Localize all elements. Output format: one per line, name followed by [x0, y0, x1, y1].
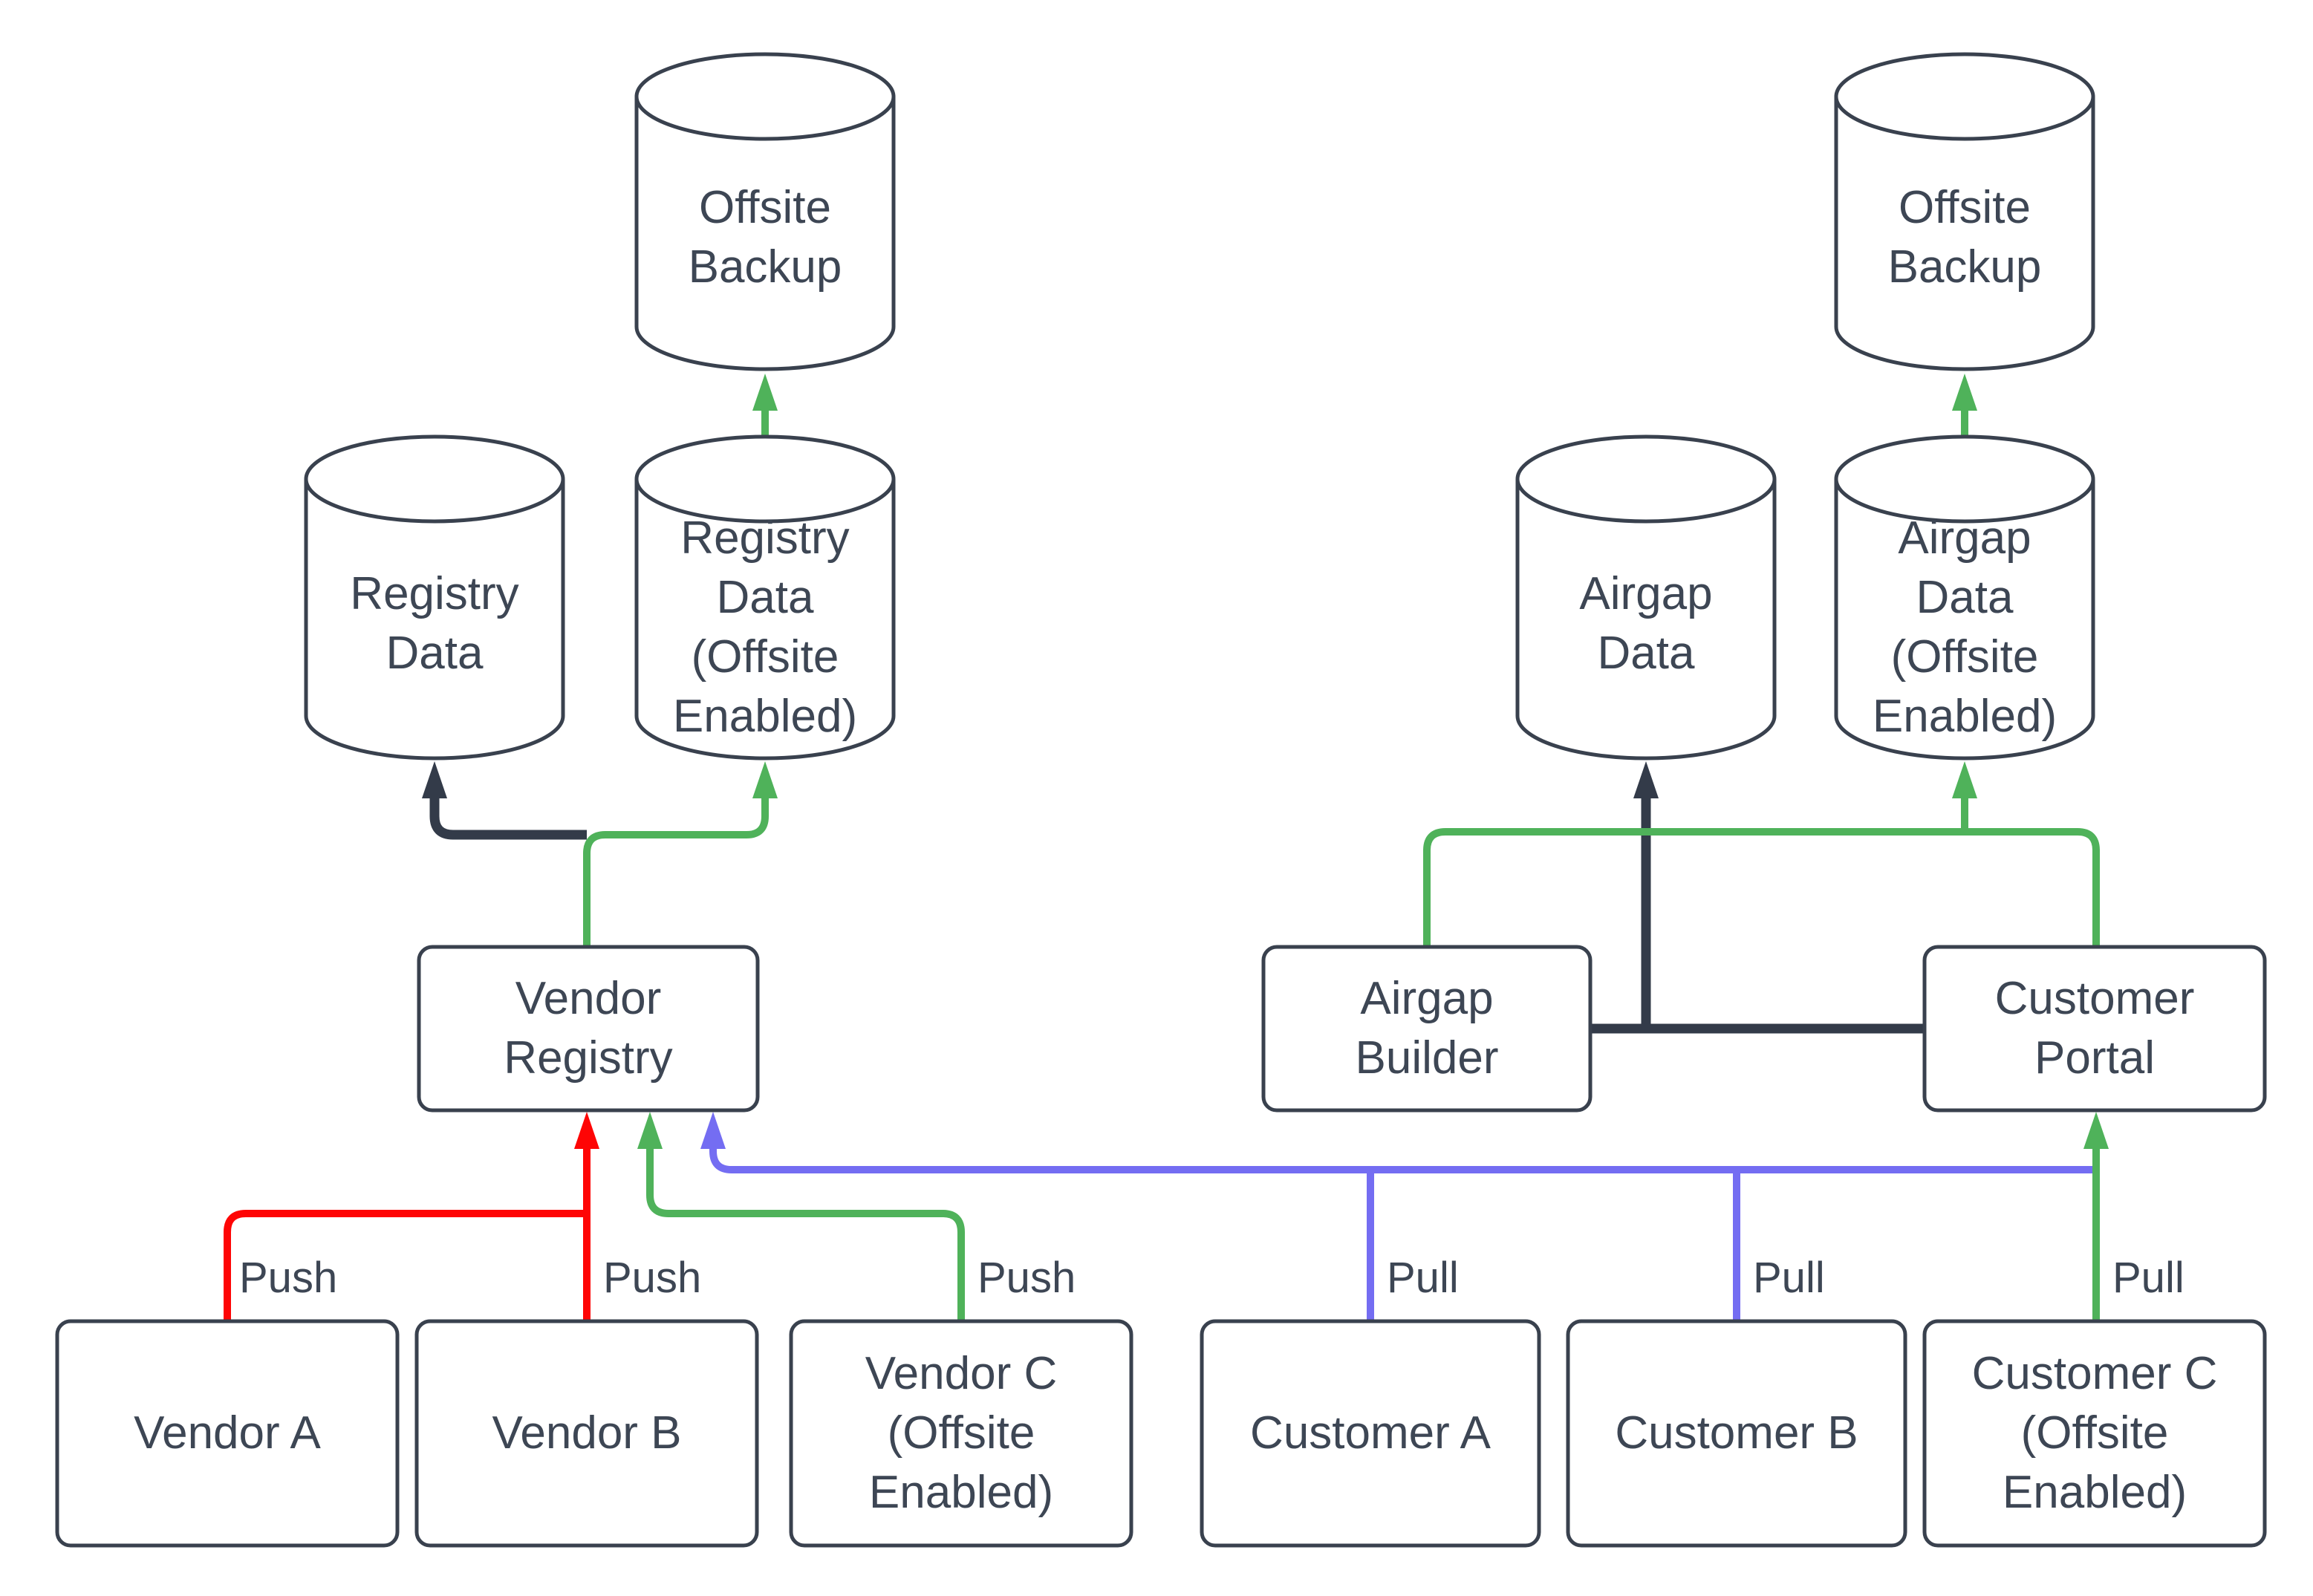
offsite-backup-left-cylinder — [634, 52, 896, 371]
customer-b-label: Customer B — [1615, 1407, 1858, 1459]
customer-c-box — [1922, 1319, 2267, 1548]
registry-data-offsite-label: Registry Data (Offsite Enabled) — [672, 512, 858, 742]
push-label-vendor-b: Push — [603, 1254, 702, 1302]
vendor-registry-label: Vendor Registry — [504, 973, 673, 1084]
edge-vendor-registry-to-registry-data-offsite — [583, 794, 769, 947]
pull-label-customer-a: Pull — [1387, 1254, 1459, 1302]
edge-vendor-registry-to-registry-data — [429, 794, 587, 840]
edge-vendor-a-push — [224, 1210, 587, 1321]
registry-data-label: Registry Data — [350, 568, 519, 679]
customer-portal-box — [1922, 945, 2267, 1113]
vendor-a-label: Vendor A — [134, 1407, 321, 1459]
vendor-c-label: Vendor C (Offsite Enabled) — [865, 1348, 1058, 1518]
customer-b-box — [1566, 1319, 1907, 1548]
offsite-backup-right-cylinder — [1834, 52, 2095, 371]
edge-vendor-c-push — [646, 1144, 965, 1321]
registry-data-offsite-cylinder — [634, 434, 896, 760]
customer-a-label: Customer A — [1250, 1407, 1491, 1459]
airgap-data-offsite-label: Airgap Data (Offsite Enabled) — [1872, 512, 2057, 742]
pull-label-customer-b: Pull — [1753, 1254, 1825, 1302]
airgap-data-cylinder — [1515, 434, 1777, 760]
vendor-b-label: Vendor B — [492, 1407, 682, 1459]
customer-portal-label: Customer Portal — [1994, 973, 2195, 1084]
arrowhead-vendor-registry-green — [637, 1112, 663, 1149]
arrowhead-airgap-data-offsite — [1952, 761, 1977, 798]
push-label-vendor-a: Push — [239, 1254, 338, 1302]
arrowhead-vendor-registry-blue — [700, 1112, 726, 1149]
customer-c-label: Customer C (Offsite Enabled) — [1971, 1348, 2218, 1518]
vendor-registry-box — [417, 945, 760, 1113]
pull-label-customer-c: Pull — [2112, 1254, 2184, 1302]
vendor-c-box — [789, 1319, 1133, 1548]
arrowhead-vendor-registry-red — [574, 1112, 599, 1149]
arrowhead-offsite-backup-left — [752, 374, 778, 411]
offsite-backup-left-label: Offsite Backup — [688, 182, 842, 293]
customer-a-box — [1200, 1319, 1541, 1548]
vendor-a-box — [55, 1319, 400, 1548]
arrowhead-registry-data-offsite — [752, 761, 778, 798]
arrowhead-customer-portal-green — [2083, 1112, 2109, 1149]
offsite-backup-right-label: Offsite Backup — [1887, 182, 2042, 293]
registry-data-cylinder — [304, 434, 565, 760]
airgap-data-offsite-cylinder — [1834, 434, 2095, 760]
arrowhead-registry-data — [422, 761, 447, 798]
vendor-b-box — [414, 1319, 759, 1548]
edge-builder-portal-to-airgap-data-offsite — [1423, 828, 2100, 947]
push-label-vendor-c: Push — [977, 1254, 1076, 1302]
airgap-builder-label: Airgap Builder — [1355, 973, 1499, 1084]
airgap-builder-box — [1261, 945, 1593, 1113]
edge-pull-trunk-to-vendor-registry — [709, 1144, 2096, 1173]
arrowhead-airgap-data — [1633, 761, 1659, 798]
airgap-data-label: Airgap Data — [1579, 568, 1713, 679]
arrowhead-offsite-backup-right — [1952, 374, 1977, 411]
